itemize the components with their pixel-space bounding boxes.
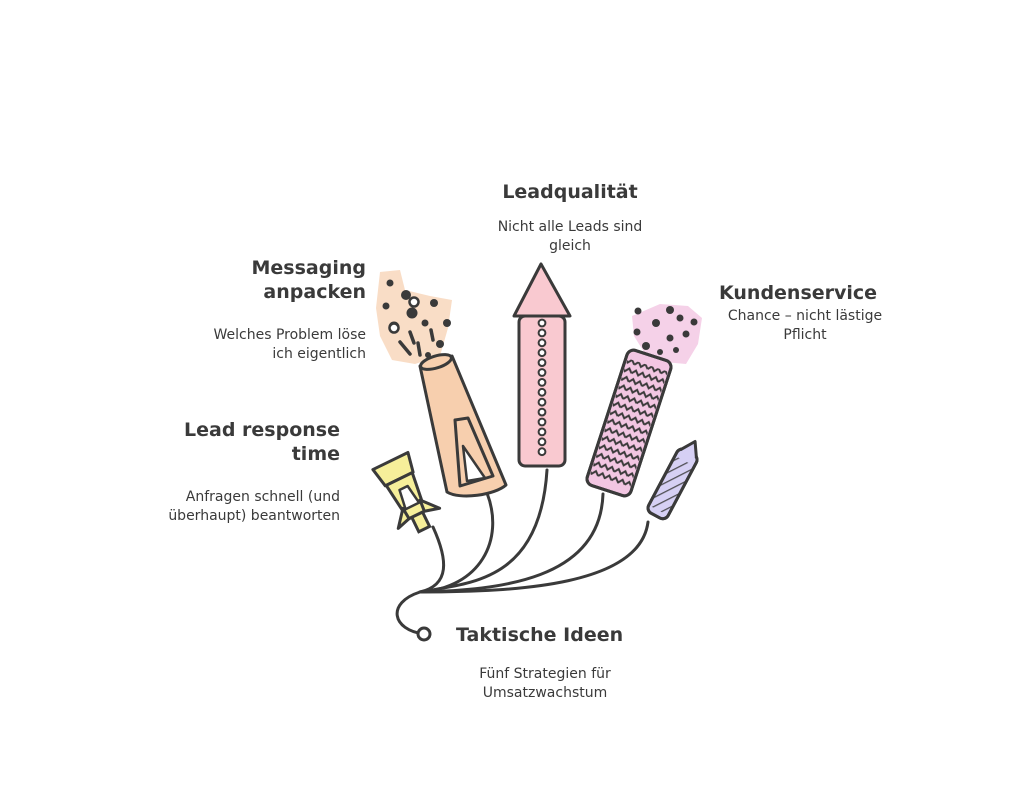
rocket-dot [537, 318, 547, 328]
sparkle-burst-kundenservice-icon [632, 304, 702, 364]
rocket-dot [537, 427, 547, 437]
rocket-lead-response-icon [371, 450, 442, 534]
rocket-dot [537, 417, 547, 427]
label-center: Taktische Ideen Fünf Strategien für Umsa… [440, 623, 650, 703]
subtitle-leadqualitaet-line-2: gleich [549, 238, 591, 254]
title-messaging: Messaging anpacken [140, 256, 366, 304]
subtitle-kundenservice-line-1: Chance – nicht lästige [727, 308, 883, 324]
title-lead-response-line-2: time [291, 443, 340, 465]
title-messaging-line-1: Messaging [251, 257, 366, 279]
label-messaging: Messaging anpacken Welches Problem löse … [140, 256, 366, 364]
title-leadqualitaet: Leadqualität [502, 181, 638, 203]
subtitle-kundenservice-line-2: Pflicht [783, 327, 827, 343]
subtitle-lead-response-line-1: Anfragen schnell (und [185, 489, 340, 505]
title-center: Taktische Ideen [456, 624, 624, 646]
rocket-messaging-icon [418, 353, 508, 498]
subtitle-lead-response-line-2: überhaupt) beantworten [168, 508, 340, 524]
label-leadqualitaet: Leadqualität Nicht alle Leads sind gleic… [470, 180, 670, 256]
subtitle-messaging-line-1: Welches Problem löse [213, 327, 366, 343]
rocket-dot [537, 397, 547, 407]
rocket-fifth-icon [646, 440, 699, 521]
subtitle-lead-response: Anfragen schnell (und überhaupt) beantwo… [120, 488, 340, 526]
rocket-kundenservice-icon [585, 348, 673, 498]
fuse-fifth [418, 520, 650, 594]
subtitle-leadqualitaet: Nicht alle Leads sind gleich [470, 218, 670, 256]
subtitle-kundenservice: Chance – nicht lästige Pflicht [719, 307, 891, 345]
subtitle-center-line-1: Fünf Strategien für [479, 666, 611, 682]
rocket-dot [537, 368, 547, 377]
title-messaging-line-2: anpacken [263, 281, 366, 303]
rocket-dot [537, 447, 547, 457]
sparkle-burst-messaging-icon [376, 270, 452, 364]
label-kundenservice: Kundenservice Chance – nicht lästige Pfl… [719, 281, 929, 345]
rocket-dot [537, 378, 547, 387]
subtitle-messaging-line-2: ich eigentlich [272, 346, 366, 362]
title-lead-response: Lead response time [120, 418, 340, 466]
label-lead-response: Lead response time Anfragen schnell (und… [120, 418, 340, 526]
fuse-kundenservice [418, 492, 605, 594]
fuse-lead-response [418, 525, 446, 594]
rocket-dot [537, 407, 547, 417]
rocket-leadqualitaet-icon [512, 262, 572, 468]
rocket-dot [537, 338, 547, 348]
rocket-dot [537, 348, 547, 358]
fuse-messaging [418, 491, 495, 594]
rocket-dot [537, 437, 547, 447]
title-lead-response-line-1: Lead response [184, 419, 340, 441]
subtitle-center: Fünf Strategien für Umsatzwachstum [440, 665, 650, 703]
rocket-dot [537, 358, 547, 368]
rocket-dot [537, 328, 547, 338]
fuse-lines [395, 468, 650, 636]
title-kundenservice: Kundenservice [719, 282, 878, 304]
subtitle-messaging: Welches Problem löse ich eigentlich [140, 326, 366, 364]
subtitle-center-line-2: Umsatzwachstum [482, 685, 608, 701]
fuse-knot-icon [416, 626, 432, 642]
subtitle-leadqualitaet-line-1: Nicht alle Leads sind [497, 219, 643, 235]
rocket-dot [537, 387, 547, 397]
